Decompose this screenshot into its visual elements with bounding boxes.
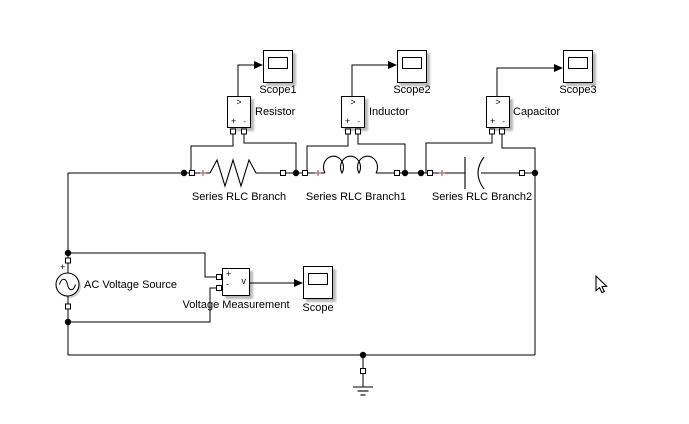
wire[interactable] <box>243 134 297 173</box>
scope-screen-icon <box>568 57 588 69</box>
wire[interactable] <box>68 252 222 278</box>
inductor-meter-label: Inductor <box>369 106 409 118</box>
junction-dot-icon <box>531 169 539 177</box>
port-icon <box>65 257 71 264</box>
meter-plus-glyph: + <box>231 116 237 126</box>
junction-dot-icon <box>180 169 188 177</box>
voltage-measurement-label: Voltage Measurement <box>182 299 290 311</box>
capacitor-meter-label: Capacitor <box>513 106 561 118</box>
port-icon <box>427 170 433 176</box>
meter-output-port-glyph: > <box>236 97 242 107</box>
port-icon <box>241 128 247 135</box>
ac-source-label: AC Voltage Source <box>84 279 177 291</box>
arrowhead-icon <box>388 61 397 69</box>
arrowhead-icon <box>554 64 563 72</box>
port-icon <box>499 128 505 135</box>
voltage-measurement-block[interactable]: + - v <box>222 268 250 296</box>
scope2-label: Scope2 <box>393 84 431 96</box>
sine-wave-icon <box>59 278 76 291</box>
vm-minus-glyph: - <box>226 279 229 289</box>
wire[interactable] <box>496 67 554 96</box>
polarity-plus-icon <box>439 170 445 176</box>
port-icon <box>302 170 308 176</box>
ground-icon[interactable] <box>353 386 373 396</box>
port-icon <box>360 368 366 374</box>
scope3-label: Scope3 <box>559 84 597 96</box>
wire[interactable] <box>357 134 406 173</box>
meter-minus-glyph: - <box>357 117 360 126</box>
port-icon <box>345 128 351 135</box>
rlc-branch-label: Series RLC Branch <box>191 191 287 203</box>
scope-block[interactable] <box>303 266 333 299</box>
capacitor-voltage-meter-block[interactable]: > + - <box>486 96 510 128</box>
arrow-cursor-icon <box>595 274 608 294</box>
port-icon <box>519 170 525 176</box>
scope3-block[interactable] <box>563 50 593 83</box>
arrowhead-icon <box>294 279 303 287</box>
port-icon <box>216 274 222 280</box>
inductor-coil-icon[interactable] <box>322 155 379 175</box>
vm-output-glyph: v <box>241 276 247 286</box>
resistor-voltage-meter-block[interactable]: > + - <box>227 96 251 128</box>
wire[interactable] <box>425 134 493 173</box>
scope-label: Scope <box>302 302 334 314</box>
source-polarity-glyph: + <box>60 262 66 272</box>
capacitor-plate-curved-icon[interactable] <box>477 156 485 190</box>
scope1-block[interactable] <box>263 50 293 83</box>
meter-plus-glyph: + <box>490 116 496 126</box>
junction-dot-icon <box>64 318 72 326</box>
meter-minus-glyph: - <box>243 117 246 126</box>
inductor-voltage-meter-block[interactable]: > + - <box>341 96 365 128</box>
meter-output-port-glyph: > <box>350 97 356 107</box>
junction-dot-icon <box>292 169 300 177</box>
junction-dot-icon <box>64 249 72 257</box>
junction-dot-icon <box>417 169 425 177</box>
polarity-plus-icon <box>315 170 321 176</box>
junction-dot-icon <box>401 169 409 177</box>
arrowhead-icon <box>254 61 263 69</box>
wire[interactable] <box>306 134 349 173</box>
wire[interactable] <box>190 134 234 173</box>
port-icon <box>230 128 236 135</box>
polarity-marks <box>200 170 445 176</box>
resistor-meter-label: Resistor <box>255 106 296 118</box>
resistor-zigzag-icon[interactable] <box>209 158 257 188</box>
wire[interactable] <box>351 64 388 96</box>
port-icon <box>355 128 361 135</box>
wire[interactable] <box>501 134 536 173</box>
scope-screen-icon <box>268 57 288 69</box>
port-icon <box>65 303 71 310</box>
scope-screen-icon <box>402 57 422 69</box>
polarity-plus-icon <box>200 170 206 176</box>
port-squares <box>65 128 525 374</box>
ac-source-shadow <box>58 275 81 298</box>
rlc-branch2-label: Series RLC Branch2 <box>431 191 533 203</box>
port-icon <box>489 128 495 135</box>
junction-dot-icon <box>359 351 367 359</box>
port-icon <box>394 170 400 176</box>
port-icon <box>216 285 222 291</box>
scope1-label: Scope1 <box>259 84 297 96</box>
meter-minus-glyph: - <box>502 117 505 126</box>
port-icon <box>189 170 195 176</box>
vm-plus-glyph: + <box>226 269 232 279</box>
ac-source-symbol[interactable] <box>55 272 81 298</box>
meter-plus-glyph: + <box>345 116 351 126</box>
port-icon <box>280 170 286 176</box>
rlc-branch1-label: Series RLC Branch1 <box>305 191 407 203</box>
meter-output-port-glyph: > <box>495 97 501 107</box>
wire[interactable] <box>237 64 254 96</box>
scope2-block[interactable] <box>397 50 427 83</box>
scope-screen-icon <box>308 273 328 285</box>
